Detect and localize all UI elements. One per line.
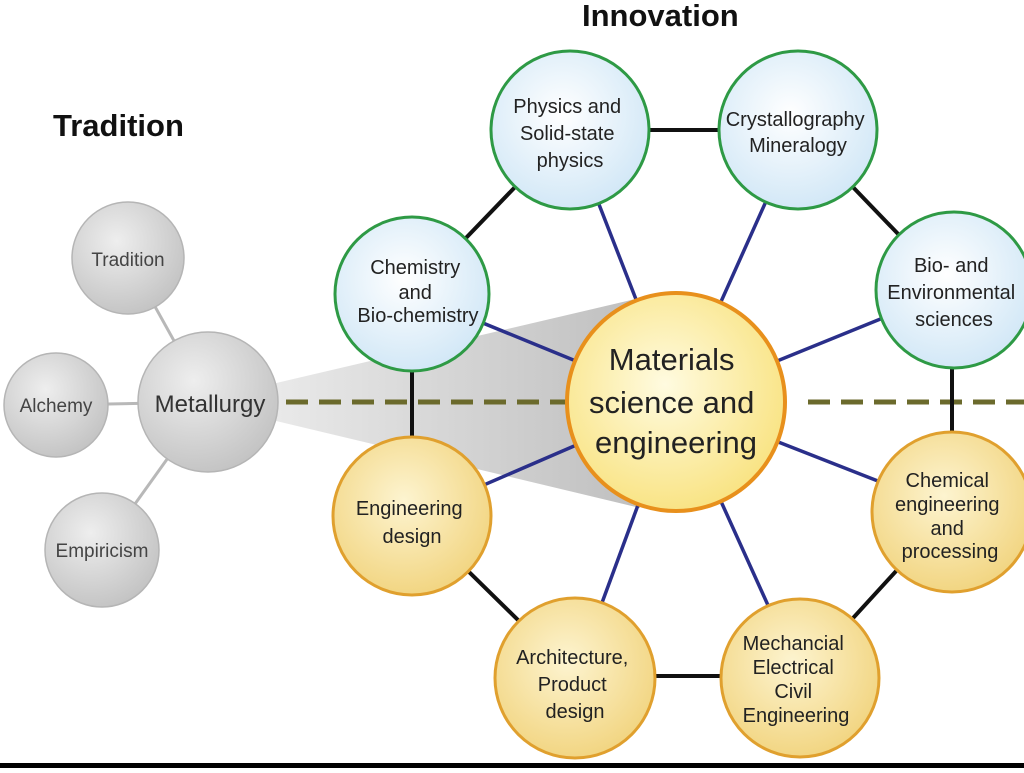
tradition-node-alchemy-label: Alchemy — [20, 396, 93, 417]
tradition-node-metallurgy-label: Metallurgy — [155, 391, 266, 418]
tradition-node-metallurgy: Metallurgy — [137, 331, 279, 473]
node-chemical-line-4: processing — [902, 541, 999, 563]
node-eng-design-line-1: Engineering — [356, 498, 463, 520]
bottom-border — [0, 763, 1024, 768]
center-node-materials: Materials science and engineering — [565, 291, 787, 513]
node-mech-line-4: Engineering — [743, 705, 850, 727]
node-chemical-line-2: engineering — [895, 494, 1000, 516]
tradition-node-empiricism: Empiricism — [44, 492, 160, 608]
tradition-node-alchemy: Alchemy — [3, 352, 109, 458]
node-chemistry: Chemistry and Bio-chemistry — [333, 215, 491, 373]
svg-text:Chemical engineering: Chemical engineering and processing — [895, 470, 1005, 563]
node-mech-elec-civil: Mechancial Electrical Civil Engineering — [719, 597, 881, 759]
node-mech-line-2: Electrical — [753, 657, 834, 679]
node-chemical-line-3: and — [931, 518, 964, 540]
node-architecture-line-1: Architecture, — [516, 647, 628, 669]
center-line-1: Materials — [609, 342, 735, 377]
node-architecture-line-3: design — [546, 701, 605, 723]
node-physics-line-1: Physics and — [513, 96, 621, 118]
node-chemistry-line-3: Bio-chemistry — [357, 305, 478, 327]
svg-text:Bio- and Environmental: Bio- and Environmental sciences — [887, 255, 1020, 331]
node-mech-line-3: Civil — [774, 681, 812, 703]
node-engineering-design: Engineering design — [331, 435, 493, 597]
heading-tradition: Tradition — [53, 108, 184, 143]
node-crystallography-line-1: Crystallography — [726, 109, 865, 131]
node-architecture: Architecture, Product design — [493, 596, 657, 760]
svg-text:Engineering design: Engineering design — [356, 498, 468, 548]
svg-text:Chemistry and Bio-: Chemistry and Bio-chemistry — [357, 257, 478, 327]
node-chemical-engineering: Chemical engineering and processing — [870, 430, 1024, 594]
node-chemistry-line-1: Chemistry — [370, 257, 460, 279]
svg-text:Crystallography Mineralo: Crystallography Mineralogy — [726, 109, 871, 157]
node-architecture-line-2: Product — [538, 674, 607, 696]
tradition-node-tradition-label: Tradition — [91, 250, 164, 271]
node-physics: Physics and Solid-state physics — [489, 49, 651, 211]
svg-text:Architecture, Product: Architecture, Product design — [516, 647, 634, 723]
svg-text:Physics and Solid-state: Physics and Solid-state physics — [513, 96, 626, 172]
node-physics-line-3: physics — [537, 150, 604, 172]
node-bio-line-1: Bio- and — [914, 255, 989, 277]
node-chemistry-line-2: and — [399, 282, 432, 304]
node-bio-line-2: Environmental — [887, 282, 1015, 304]
node-crystallography-line-2: Mineralogy — [749, 135, 847, 157]
tradition-node-empiricism-label: Empiricism — [56, 541, 149, 562]
heading-innovation: Innovation — [582, 0, 739, 33]
node-bio-environmental: Bio- and Environmental sciences — [874, 210, 1024, 370]
center-line-3: engineering — [595, 425, 757, 460]
svg-text:Materials science and: Materials science and engineering — [589, 342, 763, 460]
svg-text:Mechancial Electrical: Mechancial Electrical Civil Engineering — [743, 633, 850, 727]
node-chemical-line-1: Chemical — [906, 470, 989, 492]
tradition-node-tradition: Tradition — [71, 201, 185, 315]
node-physics-line-2: Solid-state — [520, 123, 615, 145]
node-crystallography: Crystallography Mineralogy — [717, 49, 879, 211]
node-bio-line-3: sciences — [915, 309, 993, 331]
node-eng-design-line-2: design — [383, 526, 442, 548]
node-mech-line-1: Mechancial — [743, 633, 844, 655]
center-line-2: science and — [589, 385, 754, 420]
